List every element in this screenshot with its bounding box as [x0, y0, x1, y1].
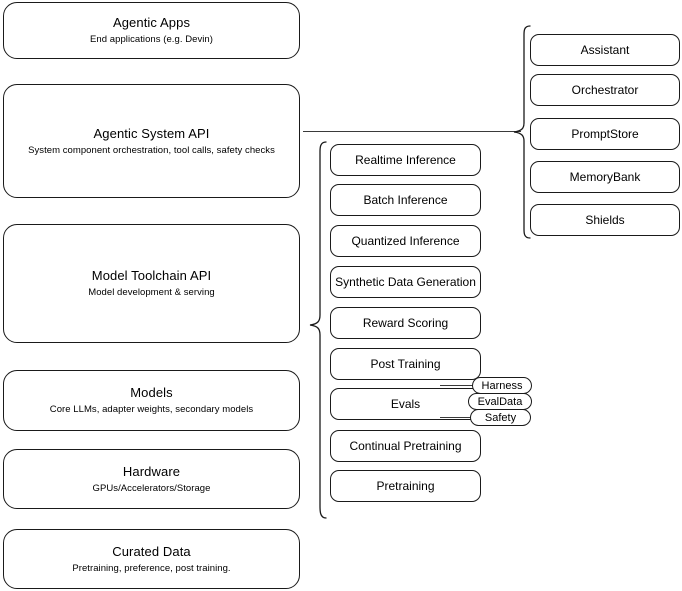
stack-layer-subtitle: System component orchestration, tool cal… [28, 144, 275, 156]
system-item-label: Shields [585, 212, 625, 227]
stack-layer-hardware[interactable]: Hardware GPUs/Accelerators/Storage [3, 449, 300, 509]
stack-layer-models[interactable]: Models Core LLMs, adapter weights, secon… [3, 370, 300, 431]
toolchain-item-label: Synthetic Data Generation [335, 274, 476, 289]
eval-subitem-label: Safety [484, 411, 517, 424]
system-item-label: Orchestrator [571, 82, 639, 97]
eval-subitem-harness[interactable]: Harness [472, 377, 532, 394]
eval-subitem-evaldata[interactable]: EvalData [468, 393, 532, 410]
system-item-assistant[interactable]: Assistant [530, 34, 680, 66]
toolchain-item-label: Evals [390, 396, 421, 411]
system-item-orchestrator[interactable]: Orchestrator [530, 74, 680, 106]
stack-layer-title: Curated Data [112, 543, 191, 559]
toolchain-item-post-training[interactable]: Post Training [330, 348, 481, 380]
system-item-promptstore[interactable]: PromptStore [530, 118, 680, 150]
toolchain-item-label: Continual Pretraining [349, 438, 462, 453]
stack-layer-title: Agentic Apps [112, 15, 191, 30]
system-item-memorybank[interactable]: MemoryBank [530, 161, 680, 193]
stack-layer-model-toolchain-api[interactable]: Model Toolchain API Model development & … [3, 224, 300, 343]
toolchain-item-label: Reward Scoring [362, 315, 449, 330]
stack-layer-subtitle: Pretraining, preference, post training. [72, 562, 231, 574]
system-item-label: Assistant [580, 42, 630, 57]
toolchain-item-evals[interactable]: Evals [330, 388, 481, 420]
stack-layer-title: Agentic System API [93, 125, 210, 141]
stack-layer-title: Hardware [122, 463, 181, 479]
stack-layer-title: Models [130, 385, 173, 400]
stack-layer-subtitle: Model development & serving [88, 287, 215, 298]
toolchain-item-synthetic-data-generation[interactable]: Synthetic Data Generation [330, 266, 481, 298]
system-item-label: MemoryBank [569, 169, 641, 184]
toolchain-item-label: Quantized Inference [351, 233, 460, 248]
toolchain-item-quantized-inference[interactable]: Quantized Inference [330, 225, 481, 257]
system-item-label: PromptStore [571, 126, 639, 141]
toolchain-item-realtime-inference[interactable]: Realtime Inference [330, 144, 481, 176]
toolchain-item-label: Pretraining [376, 478, 435, 493]
connector-evals-to-safety [440, 417, 482, 419]
eval-subitem-label: EvalData [477, 395, 523, 408]
stack-layer-agentic-apps[interactable]: Agentic Apps End applications (e.g. Devi… [3, 2, 300, 59]
brace-toolchain [308, 140, 328, 520]
toolchain-item-batch-inference[interactable]: Batch Inference [330, 184, 481, 216]
eval-subitem-label: Harness [481, 379, 523, 392]
stack-layer-subtitle: End applications (e.g. Devin) [90, 34, 213, 45]
toolchain-item-continual-pretraining[interactable]: Continual Pretraining [330, 430, 481, 462]
stack-layer-title: Model Toolchain API [91, 268, 212, 283]
toolchain-item-label: Realtime Inference [355, 152, 456, 167]
connector-system-api-to-components [303, 131, 521, 133]
stack-layer-subtitle: GPUs/Accelerators/Storage [92, 482, 211, 494]
toolchain-item-label: Post Training [370, 356, 441, 371]
stack-layer-curated-data[interactable]: Curated Data Pretraining, preference, po… [3, 529, 300, 589]
connector-evals-to-harness [440, 385, 482, 387]
toolchain-item-reward-scoring[interactable]: Reward Scoring [330, 307, 481, 339]
eval-subitem-safety[interactable]: Safety [470, 409, 531, 426]
toolchain-item-label: Batch Inference [363, 192, 448, 207]
stack-layer-subtitle: Core LLMs, adapter weights, secondary mo… [49, 404, 254, 415]
toolchain-item-pretraining[interactable]: Pretraining [330, 470, 481, 502]
system-item-shields[interactable]: Shields [530, 204, 680, 236]
stack-layer-agentic-system-api[interactable]: Agentic System API System component orch… [3, 84, 300, 198]
